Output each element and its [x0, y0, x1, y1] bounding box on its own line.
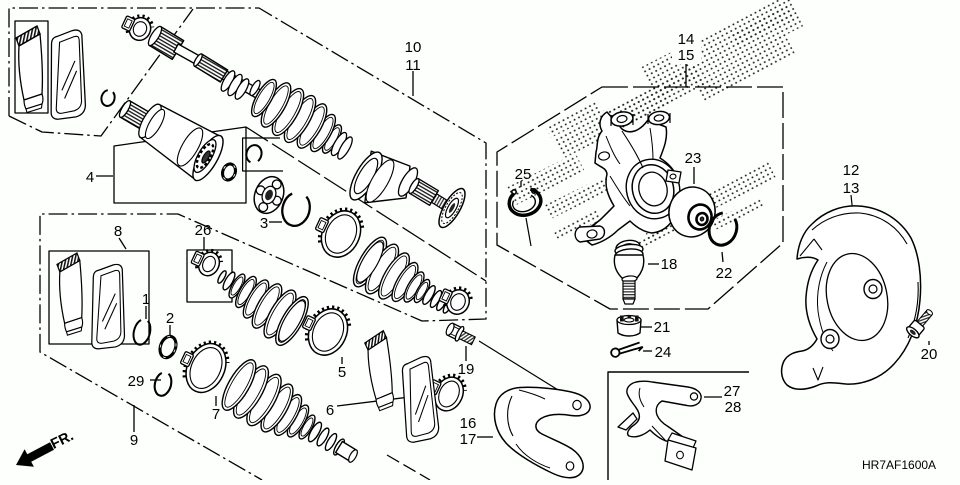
svg-text:8: 8 [114, 223, 122, 240]
svg-text:13: 13 [843, 180, 860, 197]
svg-text:27: 27 [724, 383, 741, 400]
svg-text:22: 22 [716, 265, 733, 282]
svg-text:25: 25 [515, 166, 532, 183]
svg-text:19: 19 [458, 361, 475, 378]
svg-text:4: 4 [86, 169, 94, 186]
svg-text:2: 2 [166, 310, 174, 327]
svg-text:28: 28 [725, 399, 742, 416]
svg-text:6: 6 [326, 402, 334, 419]
svg-text:12: 12 [843, 162, 860, 179]
svg-text:21: 21 [654, 319, 671, 336]
svg-text:18: 18 [661, 256, 678, 273]
svg-text:1: 1 [142, 291, 150, 308]
svg-text:3: 3 [260, 215, 268, 232]
svg-text:11: 11 [405, 57, 421, 74]
svg-text:7: 7 [212, 406, 220, 423]
svg-text:17: 17 [460, 431, 477, 448]
svg-text:14: 14 [678, 31, 695, 48]
svg-text:16: 16 [460, 415, 477, 432]
svg-text:23: 23 [685, 150, 702, 167]
svg-text:10: 10 [405, 39, 422, 56]
svg-text:26: 26 [195, 222, 212, 239]
svg-text:5: 5 [338, 364, 346, 381]
svg-text:15: 15 [678, 47, 695, 64]
svg-text:HR7AF1600A: HR7AF1600A [862, 458, 936, 472]
svg-text:20: 20 [921, 346, 938, 363]
svg-text:24: 24 [655, 344, 672, 361]
svg-text:29: 29 [128, 373, 145, 390]
svg-text:9: 9 [130, 432, 138, 449]
